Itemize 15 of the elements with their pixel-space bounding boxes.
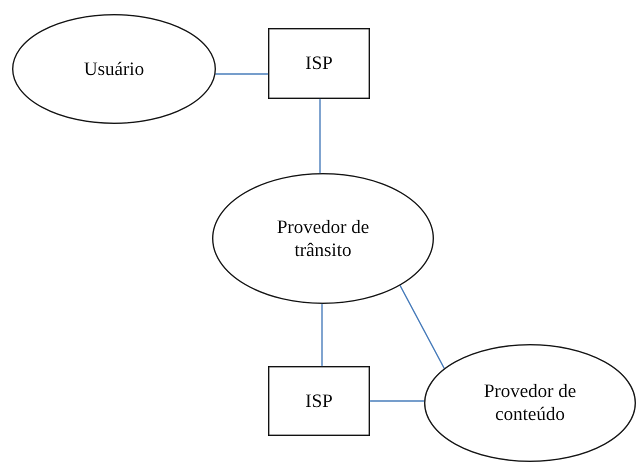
ellipse-node bbox=[12, 14, 216, 124]
node-label: ISP bbox=[305, 52, 333, 75]
ellipse-node bbox=[212, 173, 434, 304]
connector-line bbox=[321, 304, 323, 366]
process-box bbox=[268, 366, 370, 436]
node-label: ISP bbox=[305, 390, 333, 412]
node-label: Usuário bbox=[84, 58, 144, 80]
connector-line bbox=[319, 99, 321, 173]
node-label: Provedor de trânsito bbox=[276, 216, 370, 262]
connector-line bbox=[216, 73, 268, 75]
process-box bbox=[268, 28, 370, 99]
connector-line bbox=[370, 400, 424, 402]
ellipse-node bbox=[424, 344, 636, 462]
node-label: Provedor de conteúdo bbox=[482, 380, 578, 426]
connector-line bbox=[399, 285, 445, 369]
